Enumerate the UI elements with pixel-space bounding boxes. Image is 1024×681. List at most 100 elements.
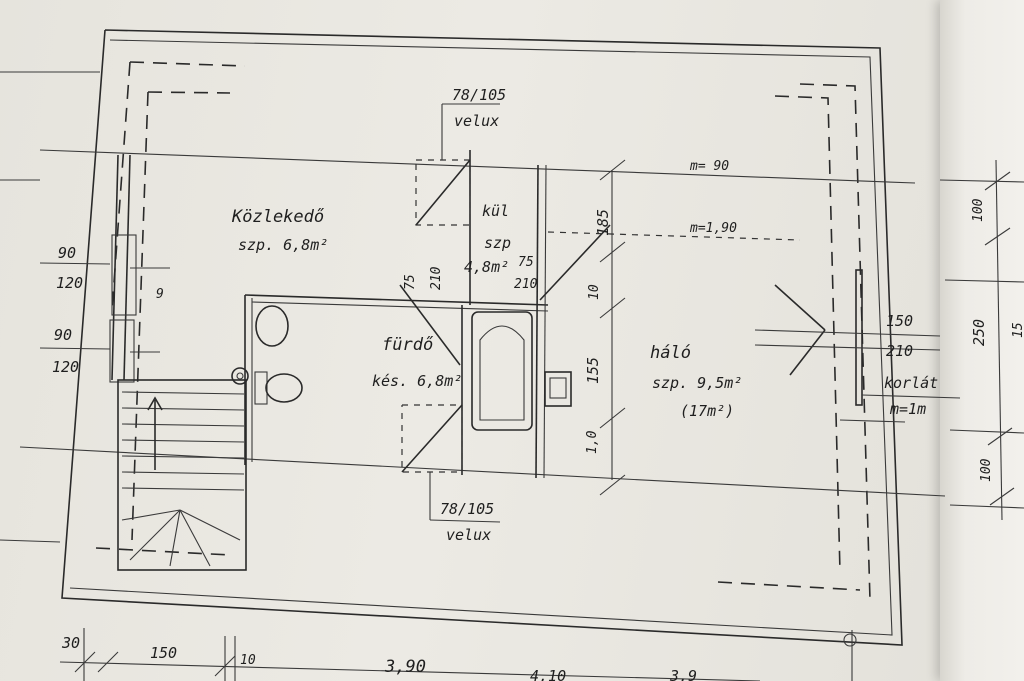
- right-dim-line: [995, 159, 1003, 521]
- dim-1-0: 1,0: [585, 430, 600, 454]
- door-right-leader-bottom: [754, 344, 941, 351]
- bath-door-swing: [399, 284, 461, 366]
- dim-tick-3: [599, 297, 626, 319]
- dash-right-inner: [774, 95, 841, 573]
- dash-top-left: [129, 61, 246, 67]
- reference-lines: [0, 71, 1024, 543]
- velux-top-size: 78/105: [452, 86, 506, 104]
- room-pantry-area: szp: [484, 234, 511, 252]
- sanitary-fixtures: [231, 305, 572, 407]
- toilet-tank: [254, 371, 268, 405]
- ref-line-right-1: [939, 179, 1024, 183]
- height-label-top: m= 90: [689, 159, 729, 174]
- left-door-rule-lower: [39, 347, 111, 350]
- room-bathroom-area: kés. 6,8m²: [372, 372, 462, 390]
- railing-leader: [861, 394, 961, 399]
- velux-top-type: velux: [454, 112, 499, 130]
- railing-height: m=1m: [889, 400, 926, 418]
- dash-bottom-left: [95, 547, 231, 556]
- bottom-dim-390: 3,90: [384, 657, 426, 677]
- bottom-dim-390b: 3,9: [669, 667, 697, 681]
- bathtub-inner: [479, 325, 525, 421]
- blueprint-paper: [0, 0, 1000, 681]
- interior-walls: [111, 150, 549, 479]
- door-left-lower-width: 90: [54, 326, 72, 344]
- velux-windows: [401, 103, 501, 523]
- velux-bottom-type: velux: [446, 526, 491, 544]
- stair-winder-1: [129, 509, 181, 561]
- labels: Közlekedő szp. 6,8m² kül szp 4,8m² fürdő…: [52, 86, 1024, 681]
- dim-tick-1: [599, 159, 626, 181]
- stair-winder-3: [179, 509, 211, 567]
- washbasin: [255, 305, 289, 347]
- stair-tread-2: [121, 407, 245, 411]
- bedroom-right-tick: [839, 419, 906, 423]
- dim-155: 155: [584, 357, 602, 384]
- bedroom-door-swing-1: [774, 284, 826, 331]
- dim-tick-2: [599, 241, 626, 263]
- toilet-bowl: [265, 373, 303, 403]
- dim-10: 10: [587, 284, 602, 300]
- bottom-tick-2: [97, 651, 119, 673]
- door-bath-width: 75: [403, 274, 418, 290]
- right-tick-1: [984, 171, 1011, 191]
- railing-bar: [855, 269, 863, 406]
- ref-line-right-3: [949, 429, 1024, 434]
- stair-winder-5: [121, 509, 181, 521]
- misc-marks: [39, 262, 170, 353]
- stair-winder-4: [179, 509, 241, 541]
- stair-tread-1: [121, 391, 245, 395]
- stair-arrow-up-icon: [147, 396, 163, 411]
- stair-tread-3: [121, 423, 245, 427]
- outer-wall-inner-line: [69, 39, 893, 636]
- stair-winder-2: [169, 509, 181, 567]
- dim-185: 185: [594, 209, 612, 236]
- door-pantry-height: 210: [514, 277, 538, 292]
- door-pantry-width: 75: [518, 255, 534, 270]
- bedroom-left-wall-inner: [543, 164, 547, 479]
- velux-bottom-box: [401, 404, 463, 473]
- door-swings: [399, 224, 826, 376]
- door-left-upper-height: 120: [56, 274, 83, 292]
- left-wall-thick: [111, 154, 119, 381]
- left-door-rule-upper: [39, 262, 111, 265]
- ref-line-lower: [19, 446, 946, 497]
- right-dim-100-bottom: 100: [979, 458, 994, 482]
- dash-right-outer: [799, 83, 871, 601]
- right-tick-4: [989, 487, 1015, 506]
- wall-fixture: [544, 371, 572, 407]
- room-hallway-area: szp. 6,8m²: [238, 236, 328, 254]
- kneewall-dashed: [95, 61, 871, 601]
- dim-tick-4: [599, 407, 626, 429]
- dash-left-inner: [131, 91, 149, 541]
- bottom-dim-10: 10: [240, 653, 256, 668]
- ref-line-left-3: [0, 539, 61, 543]
- bottom-dim-410: 4,10: [530, 667, 566, 681]
- right-tick-2: [984, 227, 1011, 246]
- left-window-upper: [111, 234, 137, 316]
- height-line-190: [547, 231, 801, 241]
- bathtub: [471, 311, 533, 431]
- stair-tread-6: [121, 471, 245, 475]
- ref-line-upper: [39, 149, 916, 184]
- stair-tread-5: [121, 455, 245, 459]
- stair-tread-7: [121, 487, 245, 491]
- adjacent-sheet: [940, 0, 1024, 681]
- room-pantry-area2: 4,8m²: [464, 258, 509, 276]
- outer-walls: [61, 29, 903, 646]
- floor-drain-center: [236, 372, 244, 380]
- room-hallway-name: Közlekedő: [231, 207, 325, 227]
- right-dim-250: 250: [970, 319, 988, 346]
- door-right-height: 210: [886, 342, 913, 360]
- velux-top-box: [415, 159, 471, 226]
- bedroom-dimensions: [547, 159, 941, 496]
- railing-label: korlát: [884, 374, 938, 392]
- ref-line-right-4: [949, 504, 1024, 509]
- bottom-tick-1: [74, 651, 96, 673]
- room-bathroom-name: fürdő: [382, 335, 434, 355]
- room-bedroom-name: háló: [650, 343, 691, 363]
- dash-bottom-right: [717, 581, 861, 591]
- right-dim-100-top: 100: [971, 198, 986, 222]
- bath-top-wall-inner: [251, 301, 549, 312]
